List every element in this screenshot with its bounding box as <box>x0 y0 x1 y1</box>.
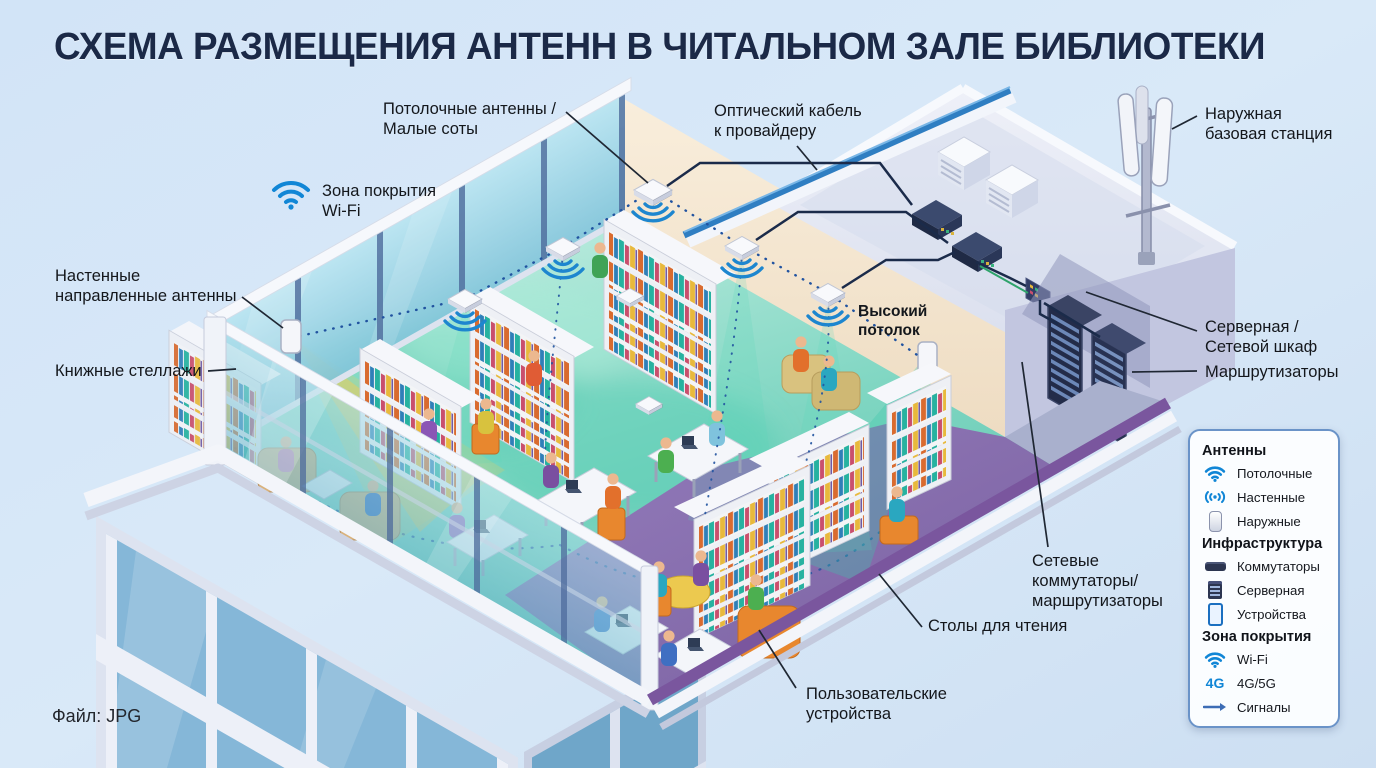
bookshelf <box>603 210 736 415</box>
callout-optical-cable: Оптический кабель к провайдеру <box>714 102 862 141</box>
arrow-icon <box>1202 701 1228 713</box>
interior-back-wall <box>617 95 1005 437</box>
wall-antenna <box>280 319 302 354</box>
building-lower-floors <box>96 516 706 768</box>
wifi-icon <box>272 180 310 210</box>
legend-heading-antennas: Антенны <box>1202 443 1267 459</box>
signal-path <box>544 251 830 516</box>
callout-ceiling-antennas: Потолочные антенны / Малые соты <box>383 100 556 139</box>
leader-network-switches <box>1021 361 1049 548</box>
leader-lines <box>207 111 1198 689</box>
outdoor-base-station <box>1117 85 1174 265</box>
bookshelf <box>469 287 594 484</box>
wifi-icon <box>1202 464 1228 482</box>
legend-item: Потолочные <box>1202 462 1328 484</box>
callout-bookshelves: Книжные стеллажи <box>55 362 202 380</box>
broadcast-icon <box>1202 489 1228 505</box>
ac-unit <box>984 164 1040 218</box>
legend-item: Серверная <box>1202 579 1328 601</box>
chair <box>597 507 626 541</box>
legend-heading-coverage: Зона покрытия <box>1202 629 1312 645</box>
leader-ceiling-antennas <box>565 111 649 184</box>
leader-routers <box>1131 370 1198 373</box>
legend-item-label: 4G/5G <box>1237 675 1276 691</box>
device-icon <box>1202 602 1228 626</box>
bookshelf <box>867 363 952 511</box>
callout-network-switches: Сетевые коммутаторы/ маршрутизаторы <box>1032 552 1163 611</box>
callout-outdoor-base-station: Наружная базовая станция <box>1205 105 1333 144</box>
legend-item: Wi-Fi <box>1202 648 1328 670</box>
4g-badge: 4G <box>1205 675 1225 691</box>
leader-bookshelves <box>207 368 237 372</box>
reading-room <box>83 76 1182 731</box>
leader-user-devices <box>758 629 797 689</box>
legend-item-label: Потолочные <box>1237 465 1313 481</box>
ceiling-network <box>298 178 922 516</box>
fiber-jumper <box>979 265 1029 294</box>
leader-outdoor-station <box>1171 115 1198 130</box>
outdoor-panel-icon <box>1202 510 1228 532</box>
legend-item: Сигналы <box>1202 696 1328 718</box>
legend-heading-infrastructure: Инфраструктура <box>1202 536 1323 552</box>
wifi-icon <box>1202 650 1228 668</box>
callout-reading-tables: Столы для чтения <box>928 617 1068 635</box>
legend-item-label: Серверная <box>1237 582 1305 598</box>
server-icon <box>1202 581 1228 599</box>
legend-item: Коммутаторы <box>1202 555 1328 577</box>
callout-high-ceiling: Высокий потолок <box>858 303 928 339</box>
callout-wall-antennas: Настенные направленные антенны <box>55 267 237 306</box>
legend-item-label: Наружные <box>1237 513 1301 529</box>
roof-parapet <box>685 91 1017 248</box>
legend: Антенны Потолочные Настенные Наружные Ин… <box>1188 429 1340 728</box>
ac-unit <box>936 136 992 190</box>
leader-optical-cable <box>796 145 818 171</box>
legend-item: Настенные <box>1202 486 1328 508</box>
leader-wall-antennas <box>241 296 284 329</box>
legend-item: 4G 4G/5G <box>1202 672 1328 694</box>
callout-wifi-zone: Зона покрытия Wi-Fi <box>322 182 437 221</box>
legend-item-label: Сигналы <box>1237 699 1291 715</box>
callout-server-room: Серверная / Сетевой шкаф <box>1205 318 1318 357</box>
switch-icon <box>1202 561 1228 571</box>
floor-slab-edge <box>83 397 1182 731</box>
leader-server-room <box>1085 291 1198 332</box>
server-room-floor <box>1005 381 1168 468</box>
legend-item: Наружные <box>1202 510 1328 532</box>
file-note: Файл: JPG <box>52 706 142 726</box>
callout-user-devices: Пользовательские устройства <box>806 685 947 724</box>
legend-item-label: Устройства <box>1237 606 1306 622</box>
server-rack <box>1047 304 1083 419</box>
legend-item: Устройства <box>1202 602 1328 626</box>
leader-reading-tables <box>878 573 923 628</box>
legend-item-label: Коммутаторы <box>1237 558 1320 574</box>
bookshelf <box>674 453 811 641</box>
legend-item-label: Wi-Fi <box>1237 651 1268 667</box>
legend-item-label: Настенные <box>1237 489 1306 505</box>
page-title: СХЕМА РАЗМЕЩЕНИЯ АНТЕНН В ЧИТАЛЬНОМ ЗАЛЕ… <box>54 26 1266 68</box>
network-cables <box>666 161 1101 339</box>
corner-pillar <box>203 316 227 466</box>
callout-routers: Маршрутизаторы <box>1205 363 1339 381</box>
